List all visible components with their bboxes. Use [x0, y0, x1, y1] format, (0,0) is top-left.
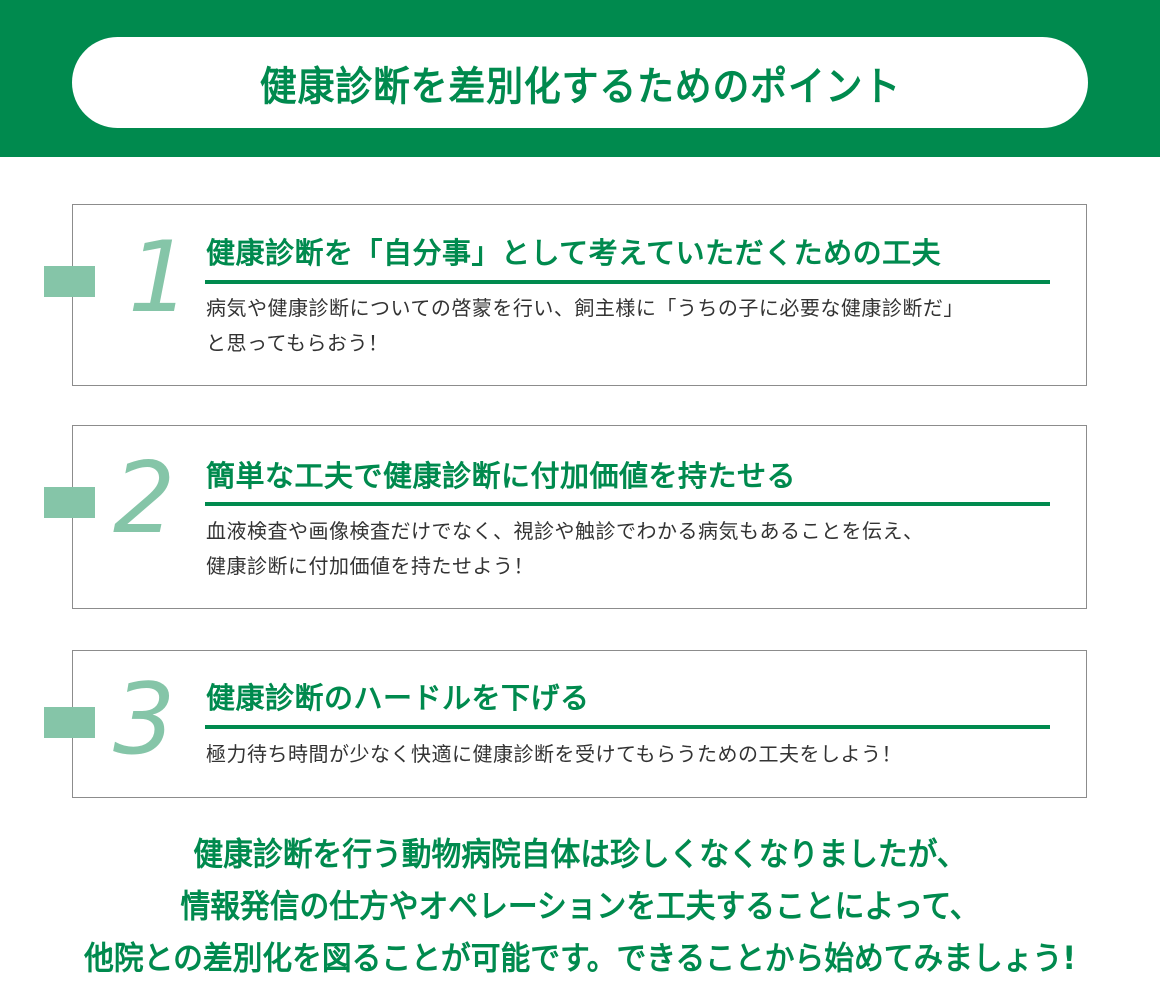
- square-marker-icon: [44, 266, 95, 297]
- point-title: 健康診断のハードルを下げる: [206, 681, 590, 715]
- point-card-2: 2 簡単な工夫で健康診断に付加価値を持たせる 血液検査や画像検査だけでなく、視診…: [44, 425, 1087, 609]
- point-number: 1: [128, 221, 191, 335]
- title-pill: 健康診断を差別化するためのポイント: [72, 37, 1088, 128]
- point-number: 3: [113, 663, 176, 777]
- point-card-1: 1 健康診断を「自分事」として考えていただくための工夫 病気や健康診断についての…: [44, 204, 1087, 386]
- point-card-3: 3 健康診断のハードルを下げる 極力待ち時間が少なく快適に健康診断を受けてもらう…: [44, 650, 1087, 798]
- header-band: 健康診断を差別化するためのポイント: [0, 0, 1160, 157]
- closing-message: 健康診断を行う動物病院自体は珍しくなくなりましたが、 情報発信の仕方やオペレーシ…: [0, 828, 1160, 984]
- square-marker-icon: [44, 487, 95, 518]
- point-number: 2: [113, 442, 176, 556]
- point-description: 血液検査や画像検査だけでなく、視診や触診でわかる病気もあることを伝え、 健康診断…: [206, 519, 924, 578]
- point-description: 極力待ち時間が少なく快適に健康診断を受けてもらうための工夫をしよう！: [206, 742, 902, 766]
- closing-line-1: 健康診断を行う動物病院自体は珍しくなくなりましたが、: [193, 835, 967, 873]
- square-marker-icon: [44, 707, 95, 738]
- closing-line-2: 情報発信の仕方やオペレーションを工夫することによって、: [180, 887, 980, 925]
- title-underline: [205, 502, 1050, 506]
- point-description: 病気や健康診断についての啓蒙を行い、飼主様に「うちの子に必要な健康診断だ」 と思…: [206, 296, 964, 355]
- closing-line-3: 他院との差別化を図ることが可能です。できることから始めてみましょう!: [84, 939, 1076, 977]
- title-underline: [205, 280, 1050, 284]
- page-title: 健康診断を差別化するためのポイント: [259, 63, 901, 110]
- point-title: 健康診断を「自分事」として考えていただくための工夫: [206, 236, 942, 270]
- point-title: 簡単な工夫で健康診断に付加価値を持たせる: [206, 459, 797, 493]
- title-underline: [205, 725, 1050, 729]
